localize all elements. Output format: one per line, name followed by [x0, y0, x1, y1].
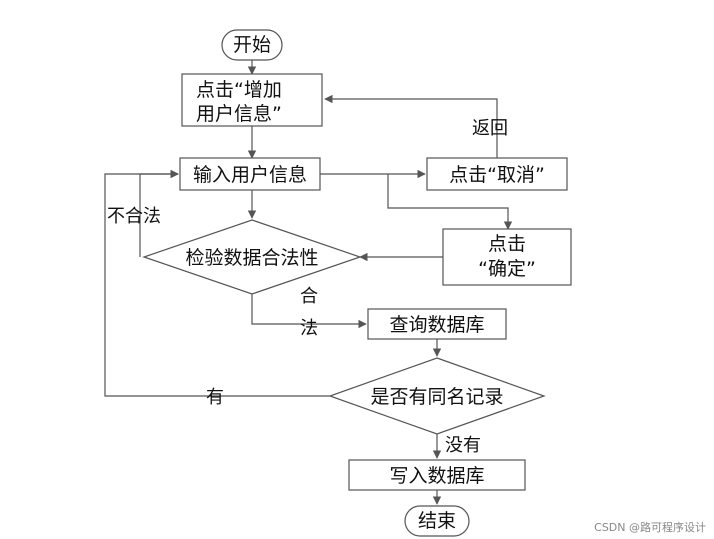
node-write-db-label: 写入数据库 [389, 465, 484, 487]
node-same-name-check-label: 是否有同名记录 [370, 386, 503, 408]
node-click-confirm-label-1: 点击 [488, 233, 526, 255]
node-write-db: 写入数据库 [348, 459, 526, 491]
node-same-name-check: 是否有同名记录 [328, 357, 546, 435]
edge-label-valid-2: 法 [300, 318, 318, 339]
node-end-label: 结束 [418, 510, 456, 532]
edge-label-no-record: 没有 [445, 435, 481, 456]
node-click-add-label-1: 点击“增加 [196, 79, 282, 101]
node-start: 开始 [221, 29, 283, 61]
node-click-confirm: 点击 “确定” [442, 228, 572, 286]
watermark-text: CSDN @路可程序设计 [594, 520, 706, 534]
node-input-user-info-label: 输入用户信息 [193, 164, 307, 186]
node-start-label: 开始 [233, 34, 271, 56]
edge-label-return: 返回 [472, 118, 508, 139]
node-input-user-info: 输入用户信息 [179, 157, 321, 191]
edge-label-invalid: 不合法 [107, 206, 161, 227]
edge-label-valid-1: 合 [300, 286, 318, 307]
node-click-cancel-label: 点击“取消” [449, 164, 545, 186]
node-validate: 检验数据合法性 [142, 219, 362, 295]
edge-label-has-record: 有 [206, 387, 224, 408]
edge-has-record-loop [104, 169, 330, 397]
edge-input-to-confirm [387, 174, 513, 230]
node-click-cancel: 点击“取消” [426, 157, 568, 191]
node-query-db: 查询数据库 [367, 308, 507, 340]
node-click-add-label-2: 用户信息” [196, 103, 282, 125]
edge-cancel-return [324, 94, 498, 158]
node-query-db-label: 查询数据库 [389, 314, 484, 336]
node-click-add: 点击“增加 用户信息” [181, 73, 323, 127]
node-validate-label: 检验数据合法性 [185, 247, 318, 269]
node-end: 结束 [404, 505, 470, 537]
edge-valid-to-query [251, 294, 367, 329]
node-click-confirm-label-2: “确定” [478, 258, 536, 280]
